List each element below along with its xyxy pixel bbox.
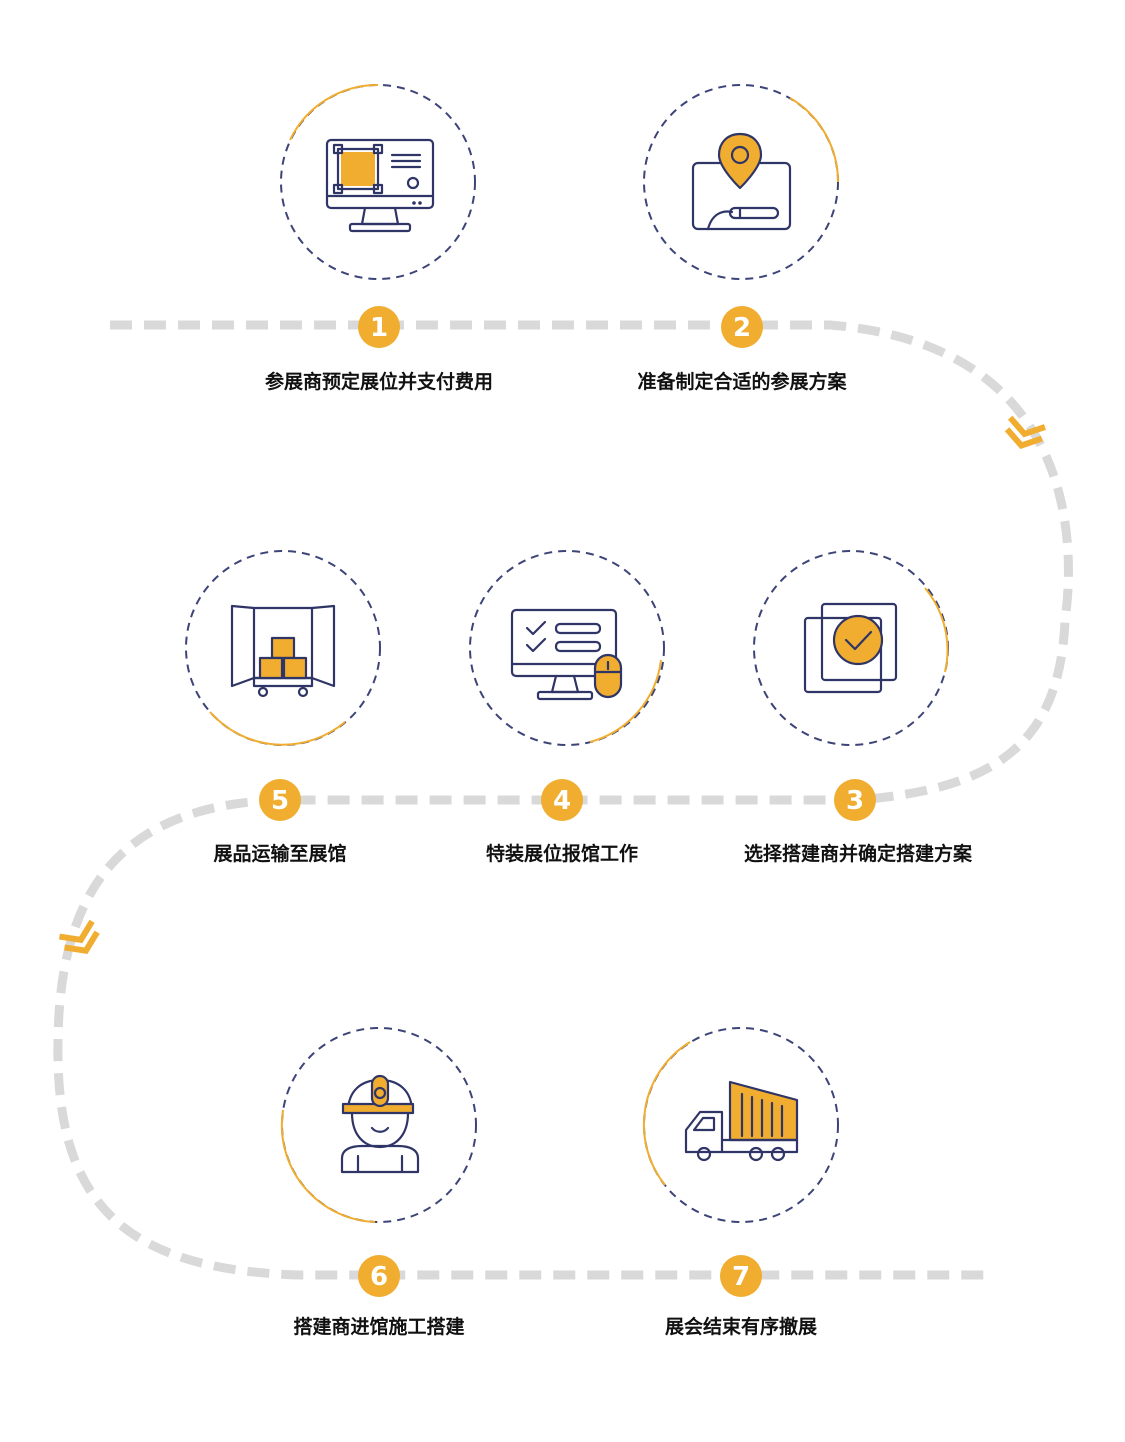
monitor-checklist-icon [510, 608, 623, 701]
step-5: 5 展品运输至展馆 [185, 550, 381, 865]
step-number-badge [720, 1255, 762, 1297]
step-number: 6 [370, 1262, 388, 1292]
step-number-badge [834, 779, 876, 821]
chevron-down-icon [59, 919, 100, 954]
step-number: 3 [846, 786, 864, 816]
step-number-badge [721, 306, 763, 348]
boxes-container-icon [230, 604, 336, 698]
step-number: 5 [271, 786, 289, 816]
step-6: 6 搭建商进馆施工搭建 [280, 1027, 477, 1338]
step-label: 选择搭建商并确定搭建方案 [744, 842, 973, 865]
step-number: 2 [733, 313, 751, 343]
worker-helmet-icon [340, 1074, 420, 1174]
step-number: 7 [732, 1262, 750, 1292]
truck-icon [684, 1080, 799, 1162]
step-4: 4 特装展位报馆工作 [469, 550, 665, 865]
step-label: 展品运输至展馆 [213, 842, 346, 865]
step-number-badge [358, 1255, 400, 1297]
monitor-design-icon [325, 138, 435, 233]
step-number-badge [358, 306, 400, 348]
step-number-badge [541, 779, 583, 821]
step-number: 4 [553, 786, 571, 816]
step-label: 准备制定合适的参展方案 [637, 370, 847, 393]
map-pin-plan-icon [691, 132, 792, 231]
step-label: 搭建商进馆施工搭建 [293, 1315, 464, 1338]
step-7: 7 展会结束有序撤展 [642, 1027, 839, 1338]
step-3: 3 选择搭建商并确定搭建方案 [744, 550, 973, 865]
step-2: 2 准备制定合适的参展方案 [637, 84, 847, 393]
step-number: 1 [370, 313, 388, 343]
step-1: 1 参展商预定展位并支付费用 [265, 83, 493, 393]
step-label: 参展商预定展位并支付费用 [265, 370, 493, 393]
step-number-badge [259, 779, 301, 821]
check-cards-icon [803, 602, 898, 694]
step-label: 特装展位报馆工作 [486, 842, 638, 865]
chevron-down-icon [1004, 415, 1046, 450]
step-label: 展会结束有序撤展 [665, 1315, 817, 1338]
